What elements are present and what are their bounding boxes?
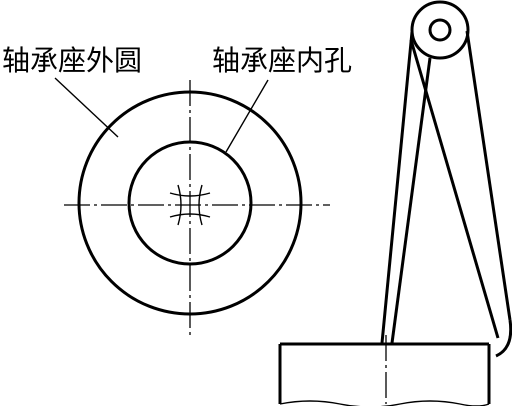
caliper-left-leg-inner bbox=[390, 57, 432, 344]
caliper-left-leg-outer bbox=[380, 31, 414, 344]
inner-hole-leader-line bbox=[225, 79, 269, 153]
workpiece-break-line bbox=[279, 400, 490, 406]
center-scribe-marks bbox=[169, 184, 211, 226]
caliper-right-leg-back bbox=[465, 30, 512, 321]
caliper-right-leg-outer bbox=[409, 39, 500, 339]
caliper-pivot-hole bbox=[428, 18, 452, 42]
caliper-right-tip bbox=[495, 319, 512, 358]
outer-circle-label: 轴承座外圆 bbox=[2, 44, 142, 77]
caliper-tool bbox=[380, 0, 512, 358]
caliper-pivot-outer bbox=[410, 0, 470, 60]
inner-hole-label: 轴承座内孔 bbox=[212, 44, 352, 77]
workpiece-block bbox=[278, 335, 491, 406]
